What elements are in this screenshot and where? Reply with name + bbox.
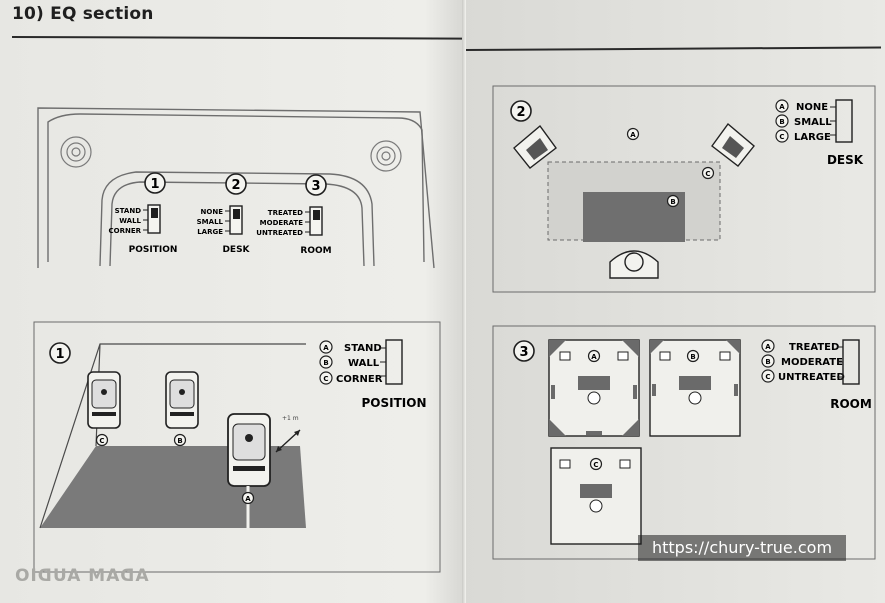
svg-text:C: C (593, 461, 598, 469)
distance-label: +1 m (282, 415, 299, 422)
desk-option-large: LARGE (794, 132, 831, 143)
speaker-wall (165, 371, 199, 429)
overview-switch-1-number: 1 (150, 177, 159, 192)
svg-text:C: C (705, 170, 710, 178)
brand-logo-mirrored: ADAM AUDIO (14, 566, 149, 586)
desk-speaker-right (711, 122, 755, 167)
position-panel-title: POSITION (362, 396, 427, 410)
room-option-moderate: MODERATE (781, 357, 843, 368)
position-panel-frame (33, 321, 441, 573)
position-panel-number: 1 (49, 342, 71, 364)
marker-b: B (173, 433, 187, 447)
svg-text:C: C (779, 133, 784, 141)
svg-text:A: A (323, 344, 329, 352)
desk-speaker-left (513, 124, 557, 169)
section-title: 10) EQ section (12, 4, 154, 24)
svg-text:B: B (323, 359, 328, 367)
position-option-corner: CORNER (336, 374, 383, 385)
svg-text:B: B (765, 358, 770, 366)
marker-c: C (95, 433, 109, 447)
svg-text:A: A (779, 103, 785, 111)
overview-switch-2-opt-2: SMALL (197, 218, 224, 226)
desk-panel-number: 2 (510, 100, 532, 122)
svg-text:C: C (765, 373, 770, 381)
page-fold (462, 0, 466, 603)
overview-switch-3: 3 TREATED MODERATE UNTREATED ROOM (256, 174, 332, 256)
desk-panel-frame (492, 85, 876, 293)
mount-screw-left (60, 136, 92, 168)
svg-text:A: A (245, 495, 251, 503)
overview-switch-2-opt-3: LARGE (197, 228, 223, 236)
svg-text:B: B (690, 353, 695, 361)
room-legend: A TREATED B MODERATE C UNTREATED ROOM (761, 339, 872, 411)
svg-text:A: A (630, 131, 636, 139)
room-moderate: B (649, 339, 741, 437)
overview-switch-1-opt-1: STAND (115, 207, 142, 215)
overview-switch-2-number: 2 (231, 178, 240, 193)
svg-text:B: B (177, 437, 182, 445)
overview-switch-3-label: ROOM (300, 246, 331, 256)
position-option-stand: STAND (344, 343, 382, 354)
svg-text:A: A (765, 343, 771, 351)
overview-switch-1-opt-2: WALL (119, 217, 141, 225)
svg-text:B: B (670, 198, 675, 206)
desk-marker-a: A (626, 127, 640, 141)
overview-switch-2: 2 NONE SMALL LARGE DESK (197, 173, 251, 255)
desk-marker-c: C (701, 166, 715, 180)
desk-legend: A NONE B SMALL C LARGE DESK (775, 99, 864, 167)
svg-text:3: 3 (519, 345, 528, 360)
svg-text:C: C (99, 437, 104, 445)
position-legend: A STAND B WALL C CORNER POSITION (319, 339, 427, 410)
marker-a: A (241, 491, 255, 505)
desk-panel-title: DESK (827, 153, 864, 167)
listener-icon (609, 250, 659, 279)
overview-switch-3-opt-1: TREATED (268, 209, 303, 217)
room-option-untreated: UNTREATED (778, 372, 845, 383)
desk-option-none: NONE (796, 102, 828, 113)
svg-text:1: 1 (55, 347, 64, 362)
overview-switch-1: 1 STAND WALL CORNER POSITION (108, 172, 178, 255)
overview-switch-3-opt-2: MODERATE (260, 219, 304, 227)
overview-switch-1-label: POSITION (129, 245, 178, 255)
watermark: https://chury-true.com (638, 535, 846, 561)
room-panel-number: 3 (513, 340, 535, 362)
position-option-wall: WALL (348, 358, 380, 369)
svg-text:A: A (591, 353, 597, 361)
room-option-treated: TREATED (789, 342, 839, 353)
speaker-stand (227, 413, 271, 528)
speaker-corner (87, 371, 121, 429)
overview-switch-1-opt-3: CORNER (108, 227, 141, 235)
mount-screw-right (370, 140, 402, 172)
room-untreated: C (550, 447, 642, 545)
svg-text:2: 2 (516, 105, 525, 120)
svg-text:C: C (323, 375, 328, 383)
overview-switch-3-number: 3 (311, 179, 320, 194)
svg-text:B: B (779, 118, 784, 126)
overview-switch-3-opt-3: UNTREATED (256, 229, 303, 237)
room-panel-title: ROOM (830, 397, 872, 411)
desk-option-small: SMALL (794, 117, 832, 128)
overview-switch-2-opt-1: NONE (201, 208, 224, 216)
overview-switch-2-label: DESK (222, 245, 250, 255)
desk-marker-b: B (666, 194, 680, 208)
room-treated: A (548, 339, 640, 437)
